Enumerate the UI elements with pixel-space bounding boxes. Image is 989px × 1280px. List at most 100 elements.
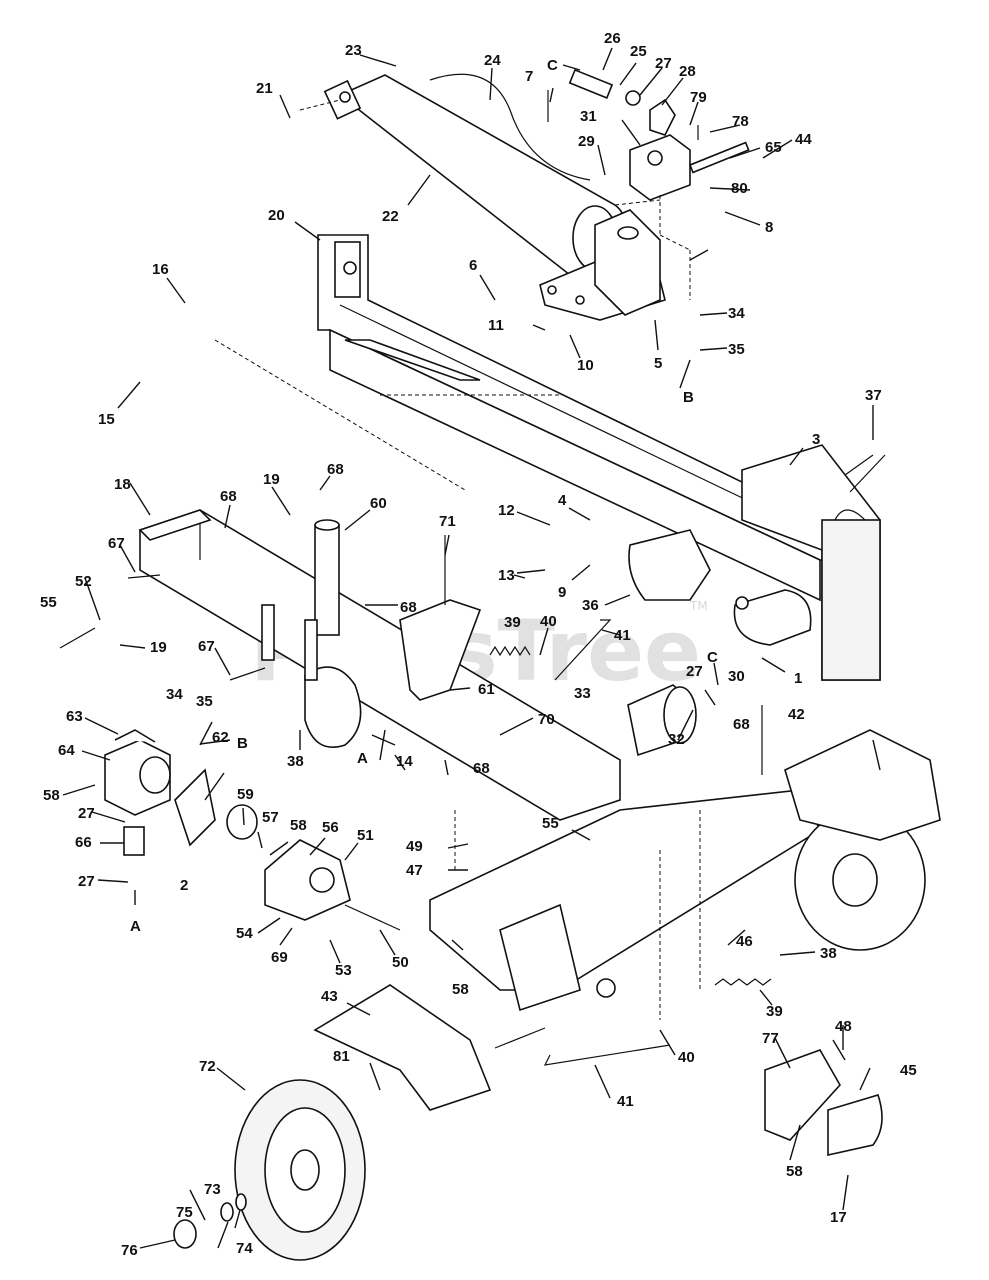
tongue-frame	[138, 509, 621, 821]
control-valve	[629, 134, 750, 201]
callout-27-top: 27	[655, 55, 672, 72]
connection-letter-b-top: B	[683, 389, 694, 406]
callout-20: 20	[268, 207, 285, 224]
callout-64: 64	[58, 742, 75, 759]
callout-44: 44	[795, 131, 812, 148]
callout-7: 7	[525, 68, 533, 85]
fender	[313, 984, 492, 1111]
callout-72: 72	[199, 1058, 216, 1075]
callout-54: 54	[236, 925, 253, 942]
callout-16: 16	[152, 261, 169, 278]
callout-6: 6	[469, 257, 477, 274]
callout-62: 62	[212, 729, 229, 746]
callout-24: 24	[484, 52, 501, 69]
callout-29: 29	[578, 133, 595, 150]
filter	[627, 684, 697, 757]
callout-68-d: 68	[473, 760, 490, 777]
top-fittings	[568, 68, 676, 136]
callout-33: 33	[574, 685, 591, 702]
callout-48: 48	[835, 1018, 852, 1035]
connection-letter-c-top: C	[547, 57, 558, 74]
callout-18: 18	[114, 476, 131, 493]
jack-stand	[304, 519, 362, 748]
callout-35-top: 35	[728, 341, 745, 358]
handle-rod-lower	[543, 1044, 671, 1066]
callout-69: 69	[271, 949, 288, 966]
callout-65: 65	[765, 139, 782, 156]
handle-rod-upper	[554, 619, 612, 681]
callout-78: 78	[732, 113, 749, 130]
callout-55-left: 55	[40, 594, 57, 611]
cylinder-mount	[539, 209, 666, 321]
callout-27-left-a: 27	[78, 805, 95, 822]
callout-31: 31	[580, 108, 597, 125]
callout-36: 36	[582, 597, 599, 614]
callout-58-right: 58	[786, 1163, 803, 1180]
callout-76: 76	[121, 1242, 138, 1259]
callout-39-lower: 39	[766, 1003, 783, 1020]
callout-27-mid: 27	[686, 663, 703, 680]
callout-17: 17	[830, 1209, 847, 1226]
callout-23: 23	[345, 42, 362, 59]
taillight-bracket	[764, 1049, 883, 1156]
callout-57: 57	[262, 809, 279, 826]
callout-26: 26	[604, 30, 621, 47]
slide-carriage	[628, 529, 812, 646]
callout-81: 81	[333, 1048, 350, 1065]
callout-77: 77	[762, 1030, 779, 1047]
callout-41-upper: 41	[614, 627, 631, 644]
callout-56: 56	[322, 819, 339, 836]
callout-38-left: 38	[287, 753, 304, 770]
callout-68-a: 68	[220, 488, 237, 505]
pins-and-bolts	[59, 90, 874, 1049]
callout-46: 46	[736, 933, 753, 950]
callout-47: 47	[406, 862, 423, 879]
spring-upper	[489, 645, 531, 657]
callout-45: 45	[900, 1062, 917, 1079]
connection-letter-c-mid: C	[707, 649, 718, 666]
watermark-trademark: TM	[689, 599, 708, 613]
callout-34-top: 34	[728, 305, 745, 322]
callout-28: 28	[679, 63, 696, 80]
callout-68-c: 68	[400, 599, 417, 616]
callout-13: 13	[498, 567, 515, 584]
callout-32: 32	[668, 731, 685, 748]
callout-3: 3	[812, 431, 820, 448]
callout-70: 70	[538, 711, 555, 728]
callout-25: 25	[630, 43, 647, 60]
beam-rail	[317, 234, 861, 602]
connection-letter-b-left: B	[237, 735, 248, 752]
hose	[429, 73, 591, 181]
connection-letter-a-bottom: A	[130, 918, 141, 935]
callout-38-right: 38	[820, 945, 837, 962]
connection-letters: C B B C A A	[130, 57, 718, 935]
leg-plates	[261, 599, 482, 701]
connection-letter-a-mid: A	[357, 750, 368, 767]
spring-lower	[714, 978, 772, 986]
callout-11: 11	[488, 317, 504, 334]
callout-4: 4	[558, 492, 567, 509]
callout-49: 49	[406, 838, 423, 855]
end-plate	[741, 444, 886, 681]
callout-21: 21	[256, 80, 273, 97]
callout-27-left-b: 27	[78, 873, 95, 890]
callout-35-left: 35	[196, 693, 213, 710]
dashed-guides	[214, 99, 701, 1020]
callout-74: 74	[236, 1240, 253, 1257]
hub-parts	[173, 1193, 247, 1249]
callout-40-upper: 40	[540, 613, 557, 630]
callout-73: 73	[204, 1181, 221, 1198]
callout-61: 61	[478, 681, 495, 698]
callout-42: 42	[788, 706, 805, 723]
callout-68-b: 68	[327, 461, 344, 478]
callout-15: 15	[98, 411, 115, 428]
callout-14: 14	[396, 753, 413, 770]
callout-53: 53	[335, 962, 352, 979]
callout-5: 5	[654, 355, 662, 372]
callout-1: 1	[794, 670, 802, 687]
callout-40-lower: 40	[678, 1049, 695, 1066]
tube	[123, 826, 145, 856]
callout-2: 2	[180, 877, 188, 894]
callout-66: 66	[75, 834, 92, 851]
